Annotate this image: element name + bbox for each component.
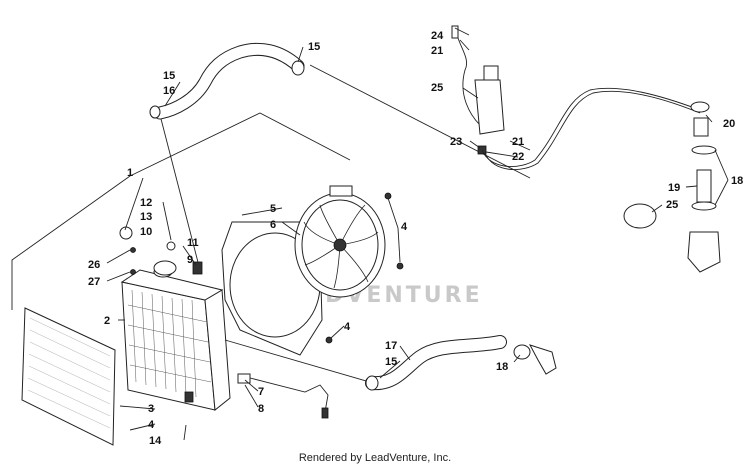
callout-24: 24 — [431, 30, 444, 42]
callout-17: 17 — [385, 340, 397, 352]
callout-19: 19 — [668, 182, 680, 194]
callout-8: 8 — [258, 403, 264, 415]
callout-4: 4 — [344, 321, 351, 333]
callout-23: 23 — [450, 136, 462, 148]
cooling-fan — [294, 185, 386, 298]
footer-credit: Rendered by LeadVenture, Inc. — [298, 452, 452, 464]
leader-lines — [106, 27, 729, 441]
radiator-cap-parts — [119, 226, 203, 276]
callout-18: 18 — [731, 175, 743, 187]
callout-27: 27 — [88, 276, 100, 288]
assembly-bracket — [11, 112, 351, 310]
overflow-tank-assembly — [451, 25, 701, 170]
callout-9: 9 — [187, 254, 193, 266]
bolt-icon — [396, 262, 404, 270]
callout-22: 22 — [512, 151, 524, 163]
leader-upper-hose — [309, 64, 531, 179]
callout-16: 16 — [163, 85, 175, 97]
callout-13: 13 — [140, 211, 152, 223]
callout-15: 15 — [308, 41, 320, 53]
callout-26: 26 — [88, 259, 100, 271]
callout-6: 6 — [270, 219, 276, 231]
temp-sensor — [237, 373, 329, 419]
callout-18: 18 — [496, 361, 508, 373]
leader-lower-hose — [224, 339, 381, 386]
callout-20: 20 — [723, 118, 735, 130]
callout-11: 11 — [187, 237, 199, 249]
callout-4: 4 — [401, 221, 408, 233]
callout-12: 12 — [140, 197, 152, 209]
radiator-screen — [21, 307, 116, 446]
callout-25: 25 — [666, 199, 678, 211]
callout-3: 3 — [148, 403, 154, 415]
callout-2: 2 — [104, 315, 110, 327]
callout-4: 4 — [148, 419, 155, 431]
callout-15: 15 — [385, 356, 397, 368]
lower-radiator-hose — [365, 335, 557, 391]
callout-labels: 1 2 3 4 4 4 5 6 7 8 9 10 11 12 13 14 15 … — [88, 30, 743, 447]
callout-21: 21 — [431, 45, 443, 57]
callout-25: 25 — [431, 82, 443, 94]
callout-21: 21 — [512, 136, 524, 148]
upper-radiator-hose — [149, 42, 305, 120]
bolt-icon — [325, 336, 333, 344]
callout-10: 10 — [140, 226, 152, 238]
leader-clamp-radiator — [159, 114, 201, 271]
callout-14: 14 — [149, 435, 162, 447]
hose-clamp — [623, 203, 657, 229]
callout-15: 15 — [163, 70, 175, 82]
filler-neck-assembly — [687, 101, 721, 273]
callout-5: 5 — [270, 203, 276, 215]
callout-1: 1 — [127, 167, 133, 179]
radiator — [120, 266, 231, 411]
callout-7: 7 — [258, 386, 264, 398]
